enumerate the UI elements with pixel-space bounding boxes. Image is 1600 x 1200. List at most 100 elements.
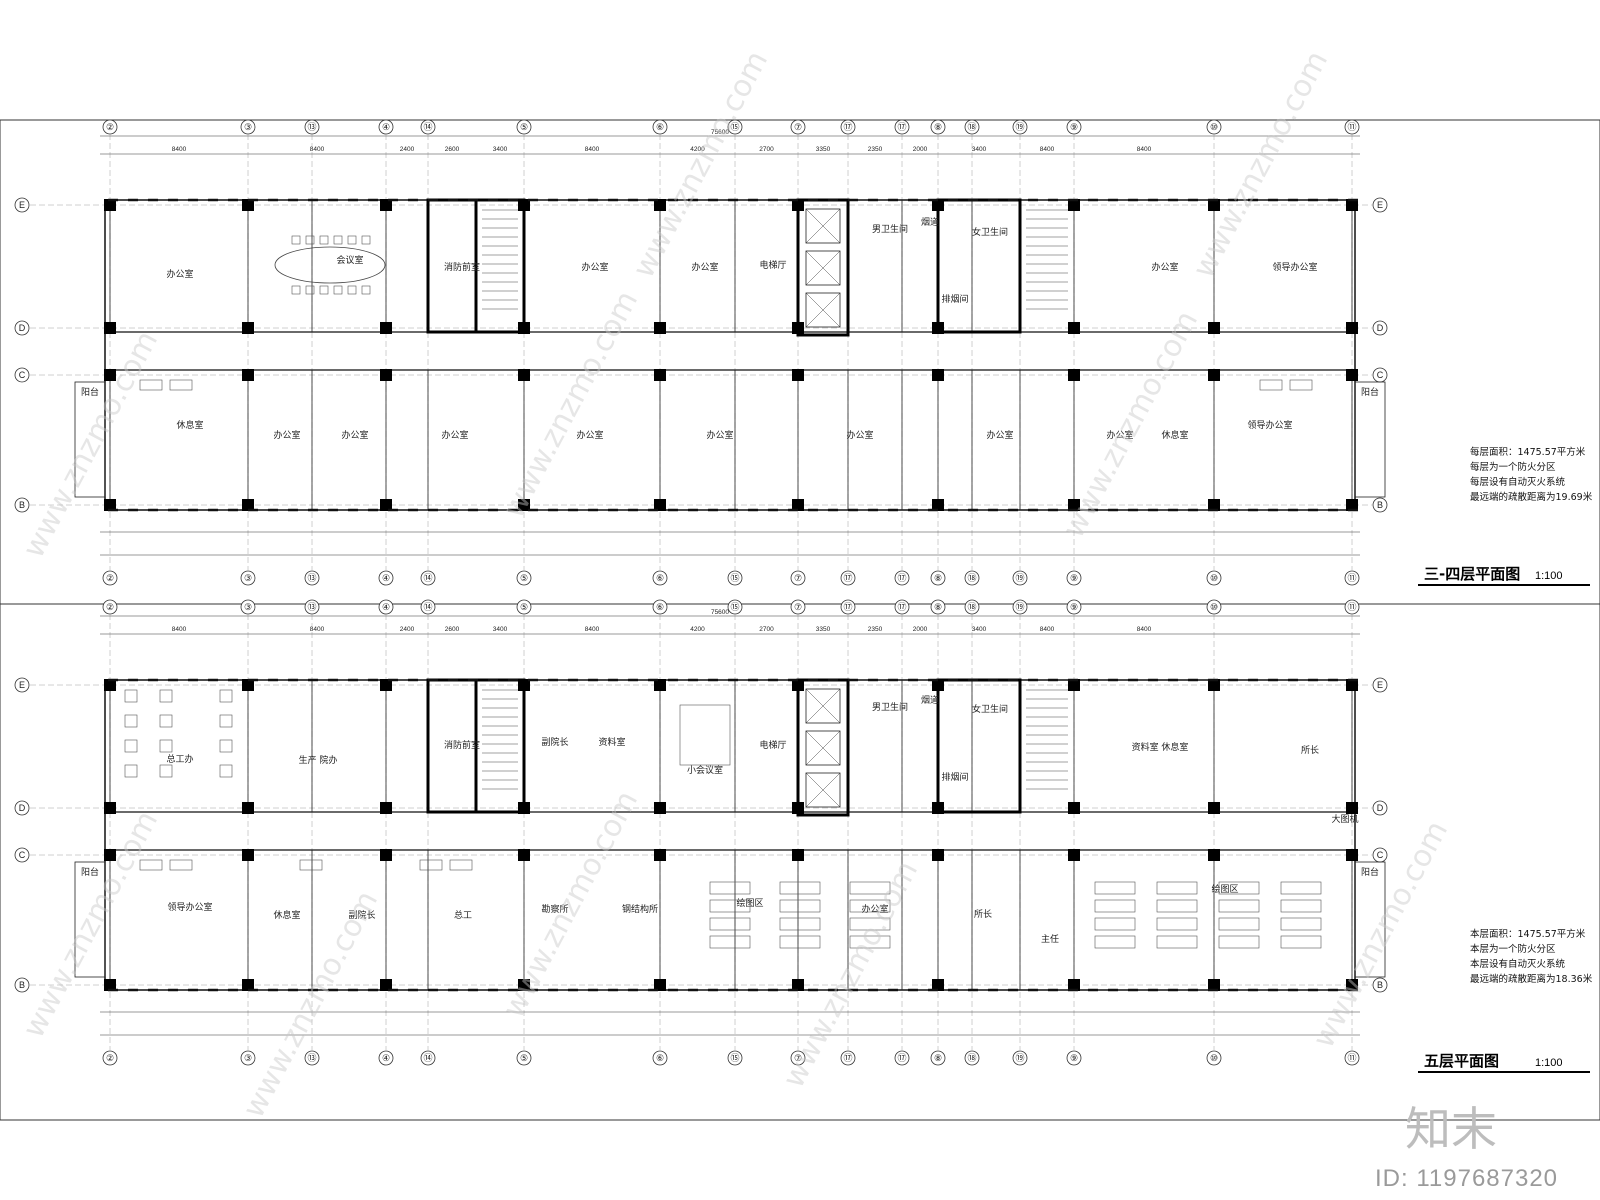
grid-axis-label: ⑱ xyxy=(967,602,976,612)
structural-column xyxy=(1346,499,1358,511)
dimension-text: 8400 xyxy=(1040,626,1055,633)
room-label: 休息室 xyxy=(176,419,203,431)
dimension-text: 8400 xyxy=(310,146,325,153)
grid-axis-label: ⑦ xyxy=(794,122,802,132)
dimension-text: 2700 xyxy=(759,626,774,633)
furniture xyxy=(159,739,173,753)
room-label: 女卫生间 xyxy=(972,226,1008,238)
grid-axis-label: ⑨ xyxy=(1070,1053,1078,1063)
grid-row-label: B xyxy=(1377,980,1383,990)
structural-column xyxy=(932,369,944,381)
structural-column xyxy=(654,679,666,691)
total-dimension: 75600 xyxy=(711,609,729,616)
grid-row-bubble xyxy=(14,977,30,993)
structural-column xyxy=(1068,802,1080,814)
room-label: 资料室 xyxy=(598,736,625,748)
room-label: 总工 xyxy=(454,909,472,921)
structural-column xyxy=(104,849,116,861)
grid-axis-bubble xyxy=(652,1050,668,1066)
dimension-text: 2700 xyxy=(759,146,774,153)
grid-row-label: B xyxy=(19,980,25,990)
structural-column xyxy=(380,499,392,511)
grid-axis-label: ⑰ xyxy=(897,602,906,612)
dimension-text: 2000 xyxy=(913,626,928,633)
structural-column xyxy=(1068,679,1080,691)
structural-column xyxy=(792,499,804,511)
furniture xyxy=(709,899,751,913)
room-label: 生产 院办 xyxy=(299,754,338,766)
note-line: 最远端的疏散距离为18.36米 xyxy=(1470,973,1593,985)
dimension-text: 2350 xyxy=(868,626,883,633)
elevator-car xyxy=(805,688,841,724)
room-label: 阳台 xyxy=(81,866,99,878)
grid-axis-label: ⑥ xyxy=(656,602,664,612)
grid-axis-label: ⑤ xyxy=(520,573,528,583)
grid-axis-bubble xyxy=(1012,570,1028,586)
room-label: 所长 xyxy=(1301,744,1319,756)
grid-axis-label: ⑰ xyxy=(843,602,852,612)
room-label: 阳台 xyxy=(81,386,99,398)
structural-column xyxy=(1208,802,1220,814)
grid-axis-bubble xyxy=(420,1050,436,1066)
grid-axis-bubble xyxy=(1344,570,1360,586)
grid-row-bubble xyxy=(1372,800,1388,816)
grid-axis-bubble xyxy=(894,1050,910,1066)
structural-column xyxy=(380,802,392,814)
elevator-x xyxy=(805,250,841,286)
room-label: 排烟间 xyxy=(941,293,968,305)
grid-axis-bubble xyxy=(1206,570,1222,586)
plan-title: 五层平面图 xyxy=(1424,1052,1499,1070)
furniture xyxy=(219,689,233,703)
structural-column xyxy=(380,979,392,991)
structural-column xyxy=(242,369,254,381)
conference-table xyxy=(274,246,386,284)
furniture xyxy=(305,285,315,295)
grid-axis-label: ③ xyxy=(244,122,252,132)
room-label: 会议室 xyxy=(336,254,363,266)
room-label: 勘察所 xyxy=(541,903,568,915)
note-line: 每层设有自动灭火系统 xyxy=(1470,476,1566,488)
grid-axis-label: ⑲ xyxy=(1015,122,1024,132)
grid-axis-bubble xyxy=(420,570,436,586)
furniture xyxy=(319,285,329,295)
dimension-text: 8400 xyxy=(1040,146,1055,153)
furniture xyxy=(1218,899,1260,913)
balcony xyxy=(1354,381,1386,498)
grid-axis-bubble xyxy=(240,570,256,586)
grid-axis-bubble xyxy=(894,570,910,586)
grid-row-label: C xyxy=(19,850,26,860)
grid-axis-label: ⑭ xyxy=(423,1053,432,1063)
furniture xyxy=(1259,379,1283,391)
structural-column xyxy=(1208,679,1220,691)
structural-column xyxy=(654,369,666,381)
grid-row-bubble xyxy=(14,677,30,693)
furniture xyxy=(419,859,443,871)
structural-column xyxy=(242,979,254,991)
grid-axis-label: ⑰ xyxy=(843,122,852,132)
structural-column xyxy=(518,369,530,381)
room-label: 消防前室 xyxy=(444,739,480,751)
grid-axis-label: ② xyxy=(106,1053,114,1063)
room-label: 大图机 xyxy=(1331,813,1358,825)
grid-axis-label: ⑧ xyxy=(934,122,942,132)
structural-column xyxy=(1068,499,1080,511)
stair-core xyxy=(936,198,1022,334)
structural-column xyxy=(1208,199,1220,211)
grid-axis-label: ⑧ xyxy=(934,573,942,583)
grid-row-bubble xyxy=(1372,197,1388,213)
grid-axis-label: ⑦ xyxy=(794,602,802,612)
grid-axis-label: ⑲ xyxy=(1015,1053,1024,1063)
room-label: 办公室 xyxy=(691,261,718,273)
room-label: 休息室 xyxy=(1161,429,1188,441)
furniture xyxy=(679,704,731,766)
structural-column xyxy=(1346,979,1358,991)
furniture xyxy=(1280,917,1322,931)
room-label: 副院长 xyxy=(541,736,568,748)
grid-axis-bubble xyxy=(964,570,980,586)
elevator-car xyxy=(805,292,841,328)
structural-column xyxy=(1068,369,1080,381)
dimension-text: 2400 xyxy=(400,146,415,153)
furniture xyxy=(849,917,891,931)
grid-row-label: D xyxy=(19,323,26,333)
